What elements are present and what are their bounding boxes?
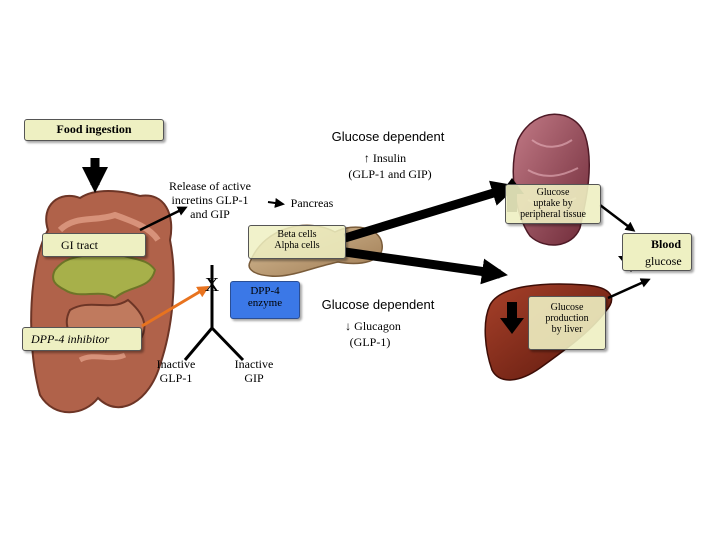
inactive-gip-branch (210, 326, 245, 362)
food-ingestion-box: Food ingestion (24, 119, 164, 141)
production-line2: production (545, 313, 589, 324)
production-line3: by liver (551, 324, 583, 335)
pancreas-label: Pancreas (290, 196, 334, 210)
blood-glucose-box: Blood glucose (622, 233, 692, 271)
dpp4-label: DPP-4 (250, 285, 280, 297)
release-line3: and GIP (190, 206, 230, 221)
glucose-dependent-bottom: Glucose dependent (321, 297, 435, 312)
beta-alpha-cells-box: Beta cells Alpha cells (248, 225, 346, 259)
release-incretins-label: Release of active incretins GLP-1 and GI… (150, 179, 270, 221)
glucose-label: glucose (645, 254, 682, 268)
dpp4-inhibitor-arrow (141, 285, 210, 328)
incretin-to-pancreas-arrow (267, 198, 285, 208)
uptake-line3: peripheral tissue (520, 209, 586, 220)
inactive-glp1-label: Inactive GLP-1 (146, 357, 206, 386)
muscle-to-blood-arrow (599, 204, 636, 232)
uptake-line2: uptake by (533, 198, 573, 209)
production-line1: Glucose (550, 302, 584, 313)
dpp4-inhibitor-label: DPP-4 inhibitor (31, 332, 110, 346)
inactive-glp1-line2: GLP-1 (159, 370, 193, 385)
blood-label: Blood (651, 237, 682, 251)
insulin-text: Insulin (372, 151, 407, 165)
glucose-uptake-box: Glucose uptake by peripheral tissue (505, 184, 601, 224)
glucagon-label: ↓ Glucagon (318, 319, 428, 334)
muscle-illustration (512, 113, 591, 246)
glucose-production-box: Glucose production by liver (528, 296, 606, 350)
gi-tract-label: GI tract (61, 238, 98, 252)
insulin-up-arrow-icon: ↑ (363, 151, 370, 165)
inactive-glp1-line1: Inactive (156, 357, 196, 371)
pancreas-to-liver-arrow (344, 247, 508, 285)
enzyme-label: enzyme (247, 297, 283, 309)
inactive-gip-line2: GIP (244, 370, 264, 385)
beta-cells-label: Beta cells (277, 229, 317, 240)
release-line1: Release of active (169, 179, 251, 193)
inactive-gip-line1: Inactive (234, 357, 274, 371)
uptake-line1: Glucose (536, 187, 570, 198)
production-down-arrow (500, 302, 524, 334)
insulin-source-label: (GLP-1 and GIP) (348, 167, 432, 181)
food-ingestion-label: Food ingestion (56, 122, 132, 136)
liver-to-blood-arrow (607, 278, 651, 300)
dpp4-enzyme-box: DPP-4 enzyme (230, 281, 300, 319)
insulin-label: ↑ Insulin (330, 151, 440, 166)
release-line2: incretins GLP-1 (171, 192, 249, 207)
inactive-glp1-branch (183, 327, 214, 361)
glucagon-down-arrow-icon: ↓ (345, 319, 352, 333)
inactive-gip-label: Inactive GIP (224, 357, 284, 386)
glucagon-source-label: (GLP-1) (349, 335, 391, 349)
inhibit-mark-icon: X (204, 274, 220, 296)
gi-to-incretin-arrow (139, 206, 188, 232)
pancreas-to-muscle-arrow (343, 180, 518, 243)
glucagon-text: Glucagon (354, 319, 401, 333)
gi-tract-box: GI tract (42, 233, 146, 257)
dpp4-inhibitor-box: DPP-4 inhibitor (22, 327, 142, 351)
glucose-dependent-top: Glucose dependent (331, 129, 445, 144)
alpha-cells-label: Alpha cells (274, 240, 320, 251)
